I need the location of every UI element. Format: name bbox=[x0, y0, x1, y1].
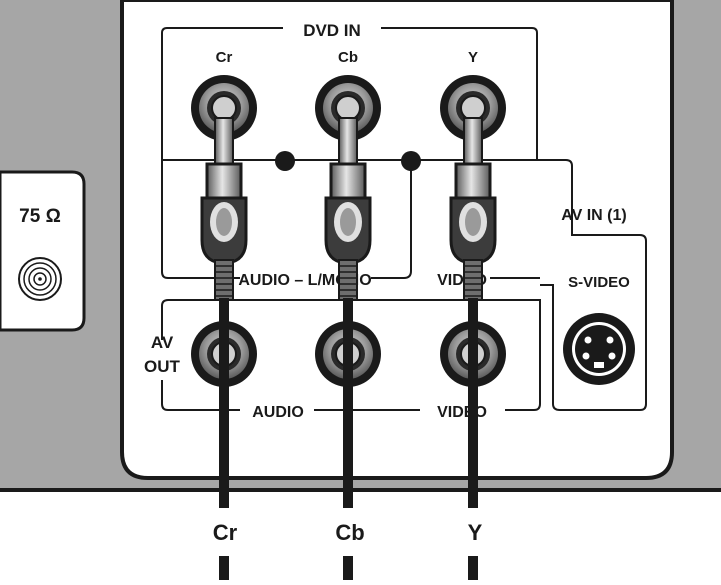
dvd-in-bracket-left bbox=[161, 27, 283, 50]
dvd-in-bracket-right bbox=[381, 27, 538, 160]
av-in-audio-bracket-right bbox=[371, 170, 412, 279]
dvd-in-jack-cr bbox=[191, 75, 257, 141]
av-label: AV bbox=[151, 333, 174, 352]
av-in-label: AV IN (1) bbox=[561, 207, 626, 224]
audio-bottom-label: AUDIO bbox=[252, 404, 304, 421]
av-out-bracket-bottom bbox=[161, 380, 240, 411]
av-in-bracket bbox=[420, 159, 647, 411]
s-video-jack-icon bbox=[563, 313, 635, 385]
out-label: OUT bbox=[144, 357, 181, 376]
junction-dot-right bbox=[401, 151, 421, 171]
plug-y bbox=[449, 117, 497, 580]
s-video-label: S-VIDEO bbox=[568, 274, 630, 291]
plug-cb bbox=[324, 117, 372, 580]
junction-dot-left bbox=[275, 151, 295, 171]
ohm-label: 75 Ω bbox=[19, 206, 61, 227]
dvd-in-label: DVD IN bbox=[303, 21, 361, 40]
dvd-in-jack-cb bbox=[315, 75, 381, 141]
antenna-plate bbox=[0, 170, 86, 332]
av-out-bracket-top bbox=[161, 299, 541, 411]
av-in-audio-bracket bbox=[161, 160, 240, 279]
video-bottom-label: VIDEO bbox=[437, 404, 487, 421]
cable-label-y: Y bbox=[468, 520, 483, 545]
y-jack-label: Y bbox=[468, 49, 478, 66]
cable-label-cb: Cb bbox=[335, 520, 364, 545]
component-plugs bbox=[200, 117, 497, 580]
connector-plate bbox=[120, 0, 674, 480]
plug-cr bbox=[200, 117, 248, 580]
cb-jack-label: Cb bbox=[338, 49, 358, 66]
dvd-in-jacks bbox=[191, 75, 506, 141]
cr-jack-label: Cr bbox=[216, 49, 233, 66]
cable-label-cr: Cr bbox=[213, 520, 238, 545]
antenna-jack-icon bbox=[18, 257, 62, 301]
dvd-in-jack-y bbox=[440, 75, 506, 141]
